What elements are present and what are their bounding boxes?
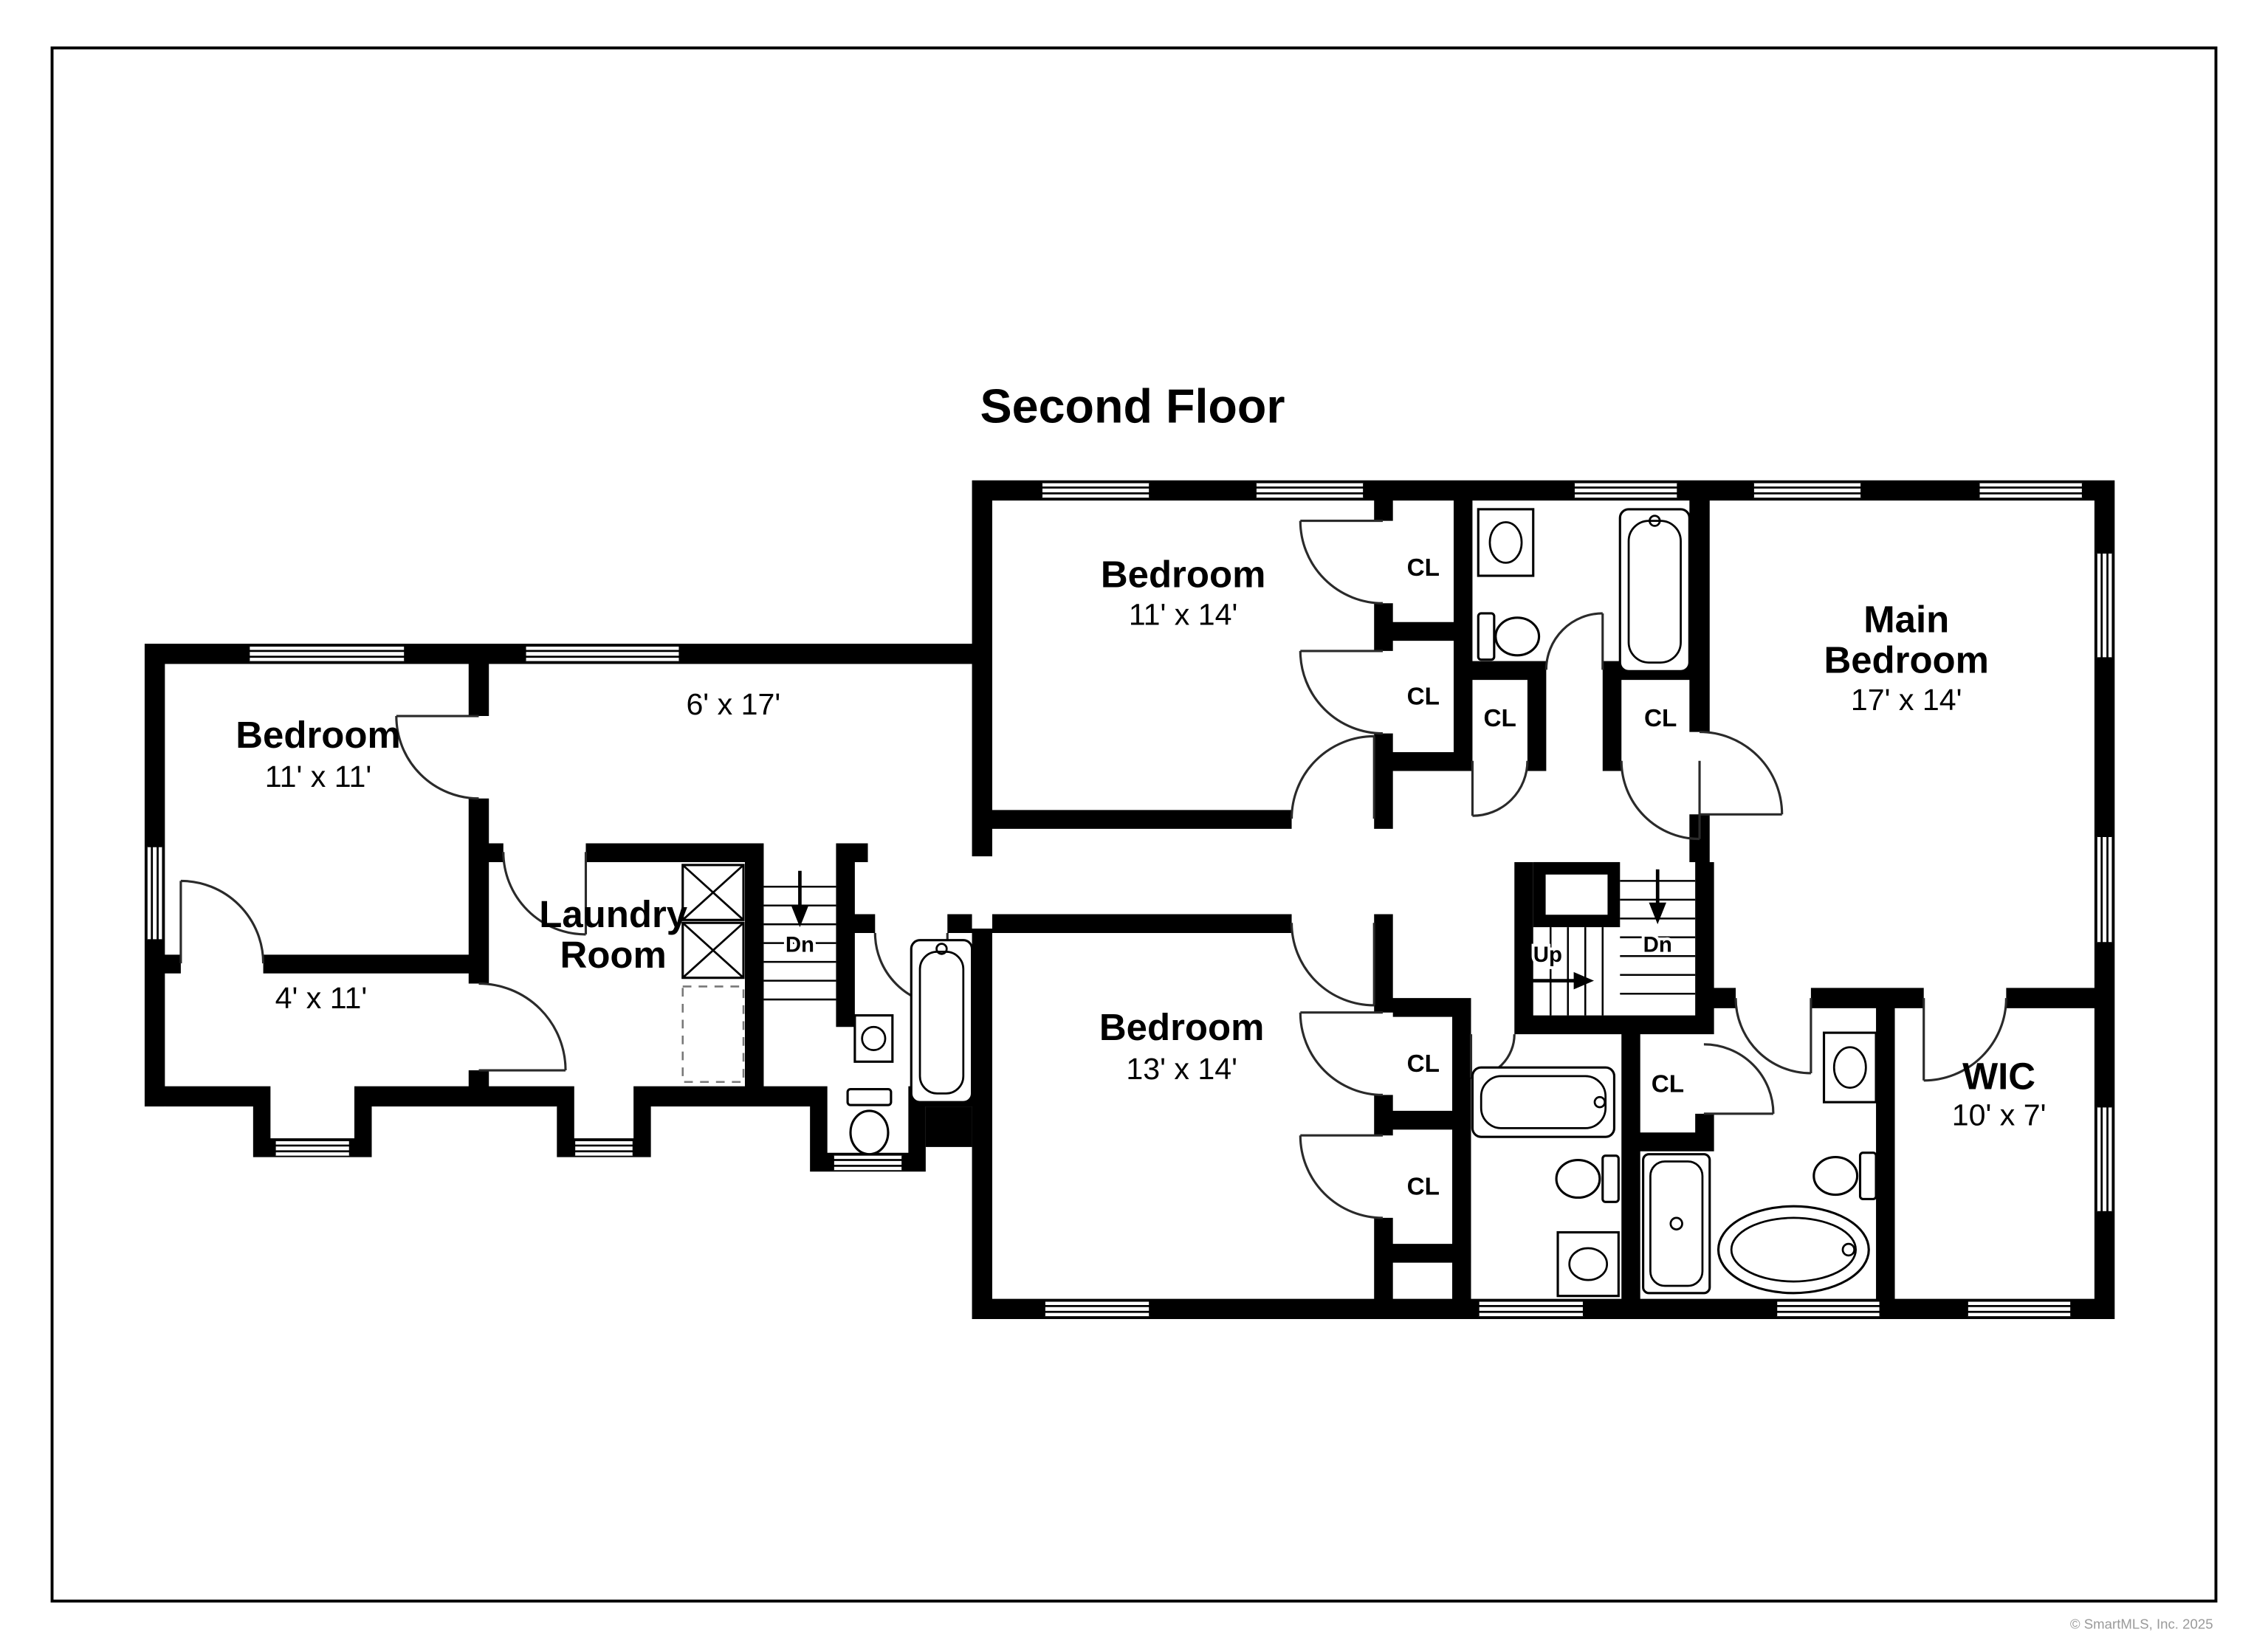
window-icon [1043, 1301, 1151, 1317]
window-icon [832, 1155, 904, 1171]
room-label-main-bedroom-1: Main [1863, 598, 1949, 640]
room-dims-bedroom-bottom: 13' x 14' [1126, 1052, 1237, 1086]
washer-dryer-icon [681, 864, 745, 1084]
room-label-wic: WIC [1962, 1056, 2035, 1098]
window-icon [1573, 483, 1680, 498]
room-dims-wic: 10' x 7' [1952, 1098, 2047, 1132]
door-swing-icon [1290, 734, 1375, 819]
room-label-laundry-2: Room [560, 934, 667, 976]
room-dims-bedroom-left: 11' x 11' [265, 760, 372, 793]
down-arrow-icon [1649, 902, 1666, 925]
sink-icon [1477, 508, 1535, 577]
room-label-laundry-1: Laundry [539, 893, 688, 935]
toilet-icon [846, 1087, 893, 1156]
door-swing-icon [1290, 923, 1375, 1007]
chimney-block [925, 1106, 972, 1147]
window-icon [2097, 1105, 2112, 1213]
window-icon [573, 1141, 635, 1156]
toilet-icon [1477, 612, 1541, 661]
windows [147, 483, 2112, 1317]
window-icon [523, 647, 681, 661]
sink-icon [853, 1014, 894, 1063]
room-label-bedroom-bottom: Bedroom [1099, 1006, 1265, 1048]
stairs-down-label: Dn [1643, 932, 1672, 957]
room-dims-hall-small: 4' x 11' [275, 981, 368, 1015]
closet-label: CL [1483, 705, 1516, 732]
stairs-center [1522, 869, 1696, 1016]
door-swing-icon [1471, 760, 1529, 817]
down-arrow-icon [791, 905, 809, 928]
closet-label: CL [1407, 1174, 1440, 1201]
window-icon [1254, 483, 1365, 498]
bathtub-icon [1471, 1066, 1616, 1138]
door-swing-icon [478, 982, 567, 1072]
closet-label: CL [1407, 683, 1440, 710]
door-swing-icon [179, 879, 265, 964]
fixtures [681, 508, 1877, 1298]
door-swing-icon [1299, 1011, 1383, 1096]
window-icon [1977, 483, 2084, 498]
bathtub-icon [1618, 508, 1691, 672]
sink-icon [1822, 1031, 1877, 1104]
floorplan-title: Second Floor [980, 379, 1285, 433]
room-labels: Bedroom 11' x 11' 4' x 11' 6' x 17' Laun… [236, 554, 2046, 1201]
window-icon [273, 1141, 351, 1156]
room-label-bedroom-top: Bedroom [1101, 554, 1266, 596]
door-swing-icon [1299, 1134, 1383, 1219]
window-icon [2097, 835, 2112, 945]
door-swing-icon [1544, 612, 1604, 670]
window-icon [1966, 1301, 2072, 1317]
toilet-icon [1812, 1151, 1877, 1200]
door-swing-icon [1734, 998, 1812, 1075]
door-swing-icon [1922, 998, 2007, 1082]
room-dims-hallway: 6' x 17' [686, 687, 780, 721]
window-icon [247, 647, 406, 661]
window-icon [147, 845, 162, 942]
window-icon [1752, 483, 1863, 498]
door-swing-icon [1703, 1043, 1775, 1115]
door-swing-icon [1700, 731, 1784, 816]
window-icon [1477, 1301, 1585, 1317]
window-icon [1775, 1301, 1882, 1317]
closet-label: CL [1652, 1070, 1684, 1098]
doors [179, 520, 2007, 1219]
window-icon [2097, 551, 2112, 660]
room-label-main-bedroom-2: Bedroom [1824, 638, 1989, 681]
window-icon [1040, 483, 1151, 498]
room-label-bedroom-left: Bedroom [236, 714, 401, 756]
door-swing-icon [1299, 650, 1383, 735]
bathtub-icon [910, 939, 974, 1104]
room-dims-bedroom-top: 11' x 14' [1129, 598, 1238, 632]
walls [144, 480, 2115, 1320]
freestanding-tub-icon [1717, 1205, 1870, 1295]
door-swing-icon [1299, 520, 1383, 605]
closet-label: CL [1407, 1050, 1440, 1078]
door-swing-icon [502, 852, 588, 936]
up-arrow-icon [1573, 971, 1595, 990]
closet-label: CL [1407, 554, 1440, 582]
stairs-up-label: Up [1533, 943, 1562, 967]
toilet-icon [1555, 1154, 1620, 1203]
door-swing-icon [395, 715, 479, 800]
page-border [50, 46, 2218, 1603]
stairs-down-label: Dn [786, 932, 814, 957]
copyright-text: © SmartMLS, Inc. 2025 [2070, 1616, 2213, 1631]
stairs-left [763, 870, 836, 1001]
shower-icon [1642, 1153, 1711, 1295]
door-swing-icon [1620, 760, 1701, 841]
closet-label: CL [1644, 705, 1677, 732]
room-dims-main-bedroom: 17' x 14' [1851, 683, 1962, 717]
sink-icon [1556, 1230, 1620, 1298]
